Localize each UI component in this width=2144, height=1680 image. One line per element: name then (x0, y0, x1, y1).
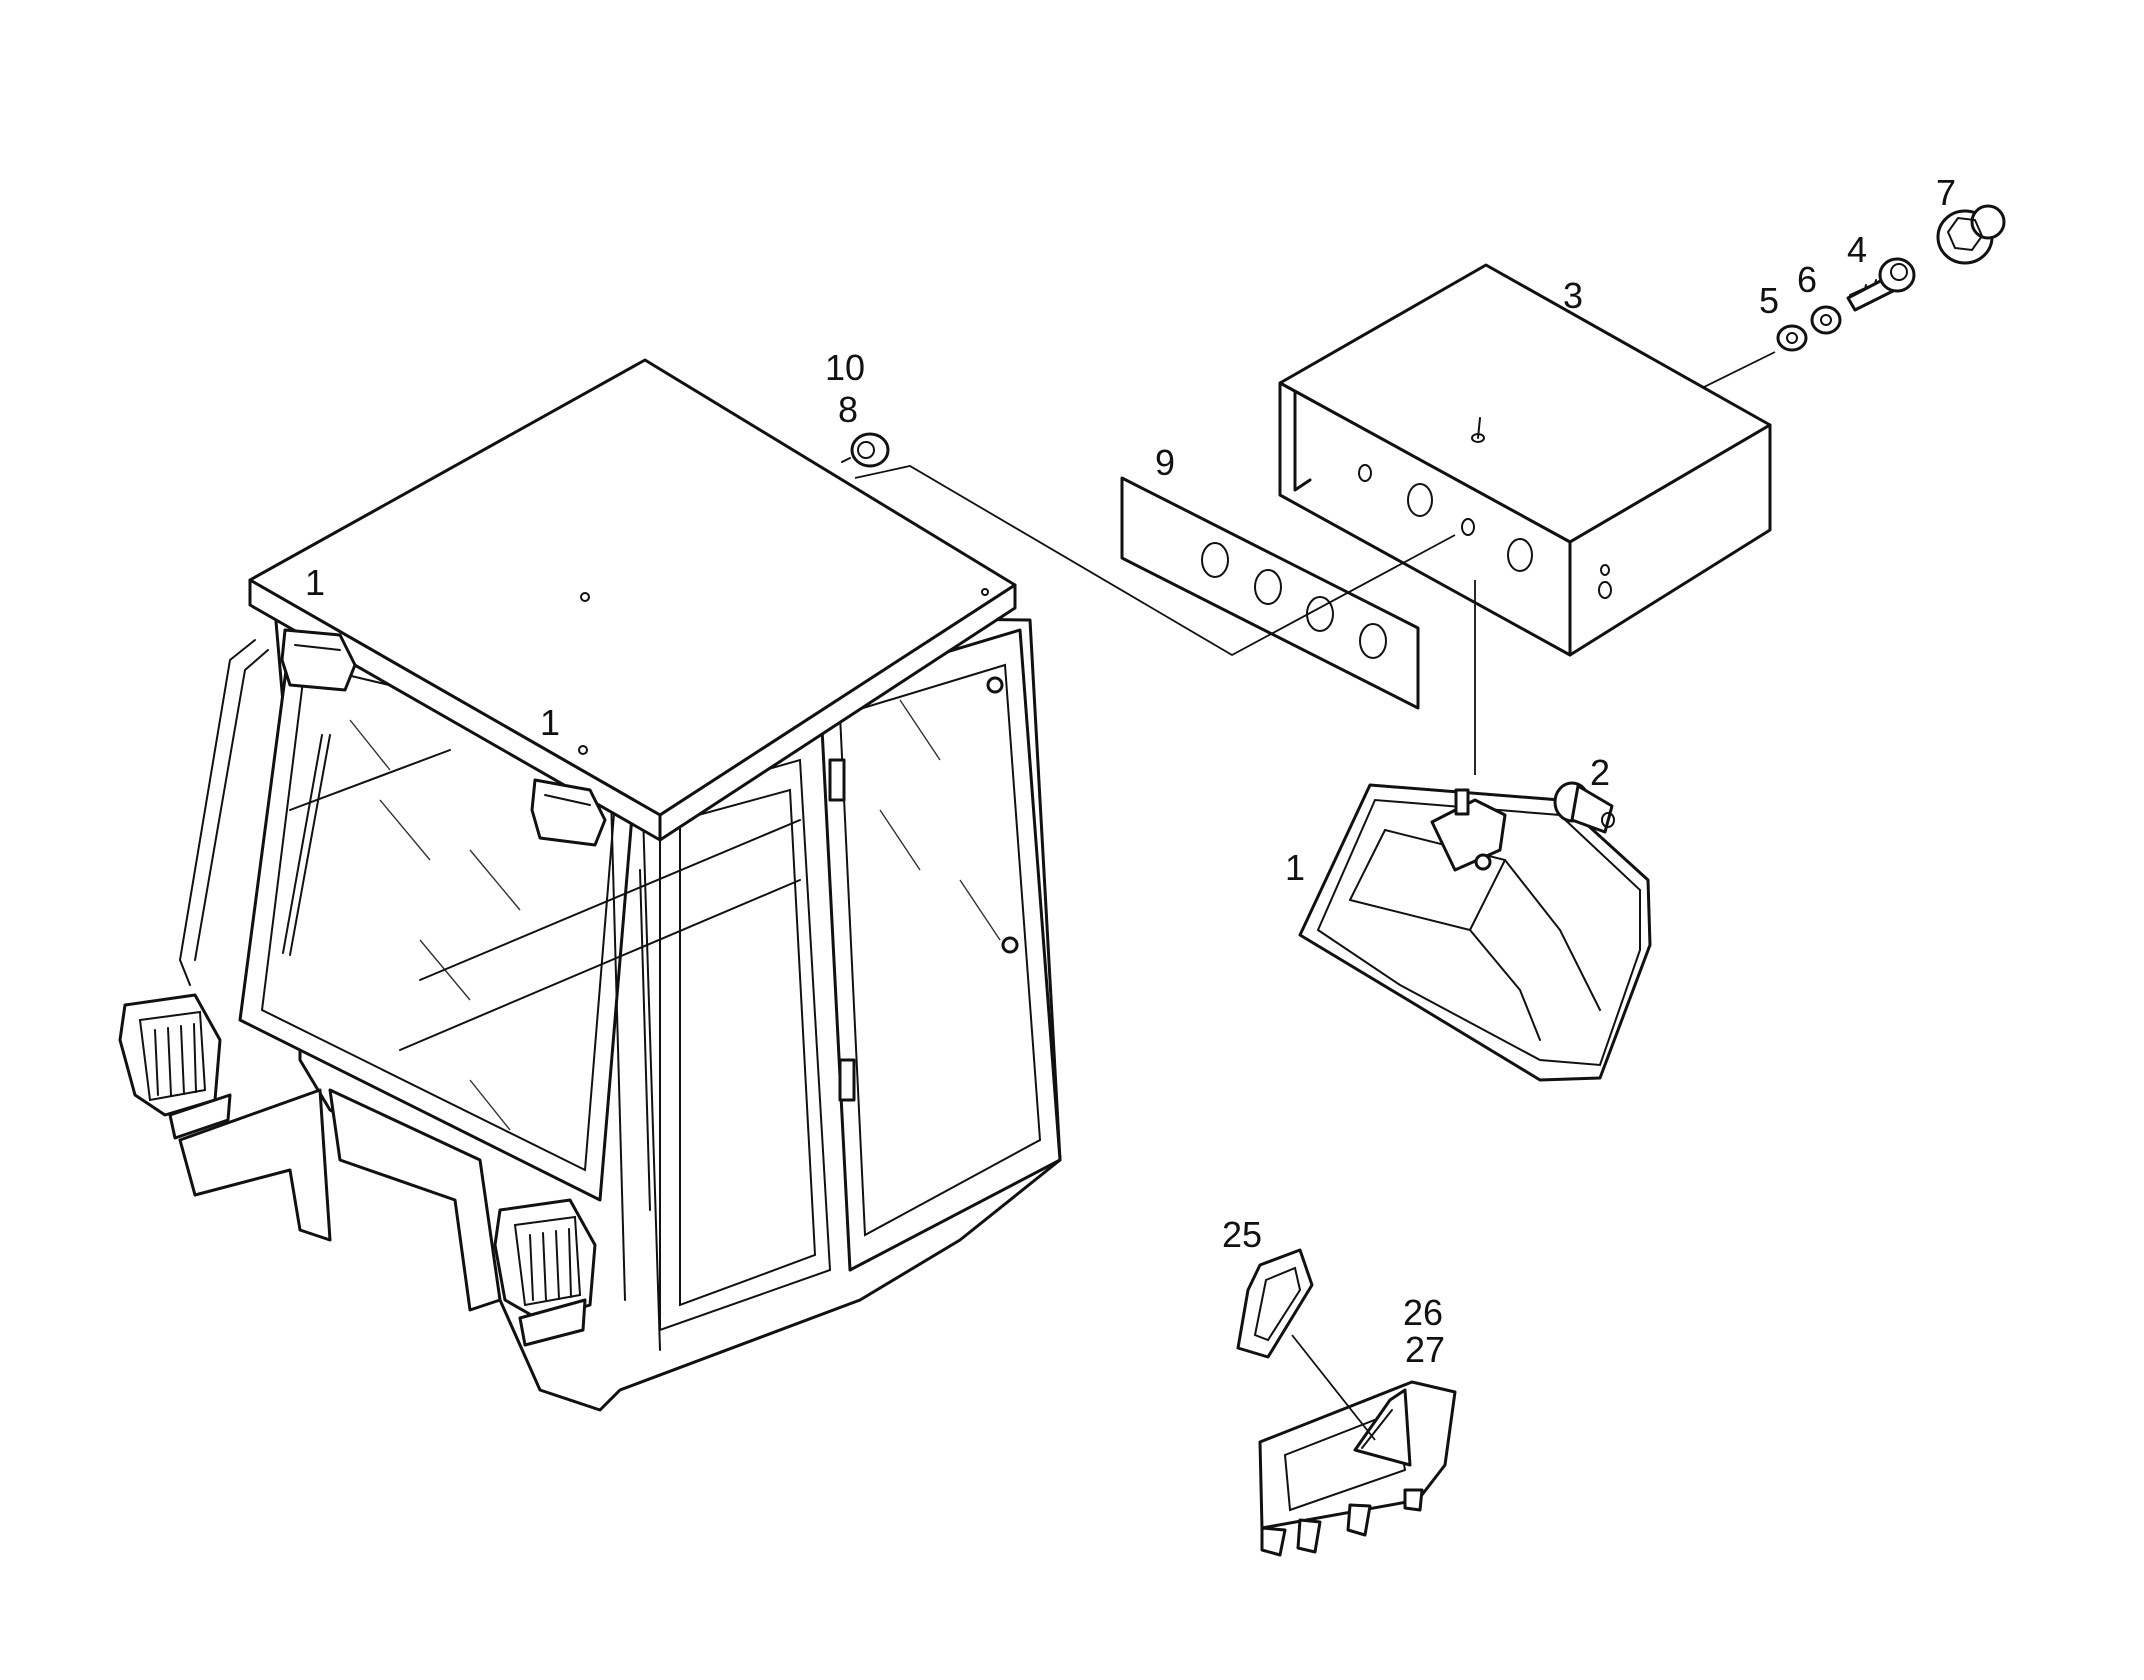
work-light-front (118, 993, 232, 1140)
lamp-housing-part-3 (1278, 263, 1772, 657)
callout-25: 25 (1222, 1214, 1262, 1255)
callout-9: 9 (1155, 442, 1175, 483)
callout-1-cab-roof: 1 (540, 702, 560, 743)
work-light-rear (493, 1198, 597, 1347)
gasket-strip-part-9 (1120, 476, 1420, 710)
washer-part-6 (1810, 305, 1842, 335)
callout-3: 3 (1563, 275, 1583, 316)
bulb-part-2 (1553, 781, 1615, 834)
callout-8: 8 (838, 389, 858, 430)
roof-lamp-part-1 (1298, 783, 1652, 1082)
callout-6: 6 (1797, 259, 1817, 300)
callout-1-lamp: 1 (1285, 847, 1305, 888)
tractor-cab (178, 358, 1062, 1412)
callout-7: 7 (1936, 172, 1956, 213)
callout-4: 4 (1847, 229, 1867, 270)
leader-lines (854, 351, 1776, 1441)
grommet-part-8 (841, 432, 890, 468)
callout-27: 27 (1405, 1329, 1445, 1370)
callout-5: 5 (1759, 280, 1779, 321)
callout-2: 2 (1590, 752, 1610, 793)
washer-part-5 (1776, 324, 1808, 352)
roof-lamp-front-right (530, 778, 607, 847)
cap-nut-part-7 (1936, 204, 2006, 265)
callout-1-cab-front: 1 (305, 562, 325, 603)
screw-part-4 (1846, 257, 1916, 312)
callout-26: 26 (1403, 1292, 1443, 1333)
callout-labels: 1 1 1 2 3 4 5 6 7 8 9 10 25 26 27 (305, 172, 1956, 1370)
rocker-switch-part-26-27 (1258, 1380, 1457, 1557)
switch-cap-part-25 (1236, 1248, 1314, 1359)
roof-lamp-front-left (280, 628, 357, 692)
callout-10: 10 (825, 347, 865, 388)
